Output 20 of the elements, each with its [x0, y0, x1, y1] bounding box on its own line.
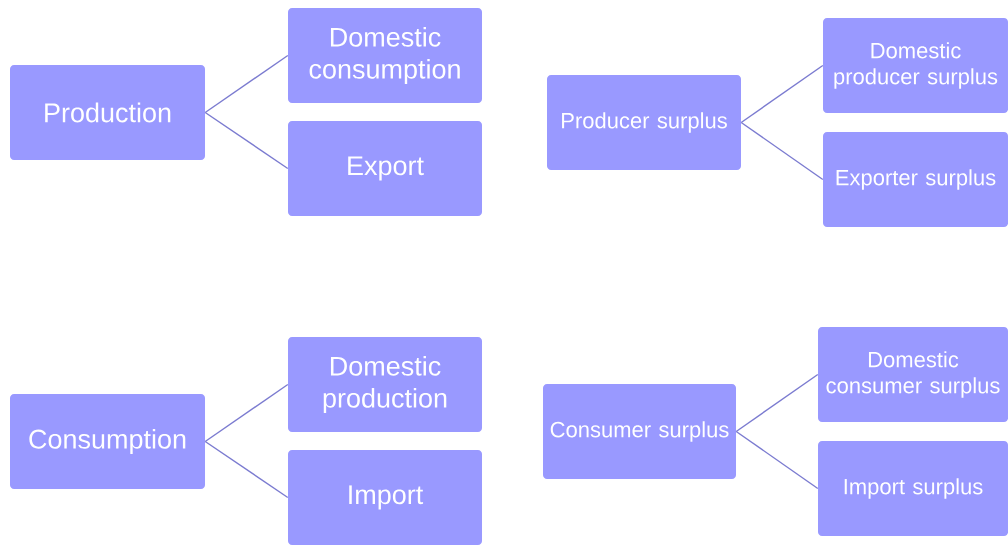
- connector-line: [740, 121, 824, 181]
- text-box: Export: [288, 121, 482, 216]
- connector-line: [204, 440, 289, 499]
- text-box: Domestic production: [288, 337, 482, 432]
- text-box: Consumer surplus: [543, 384, 736, 479]
- text-box: Domestic producer surplus: [823, 18, 1008, 113]
- connector-line: [204, 111, 289, 170]
- connector-line: [735, 430, 819, 490]
- text-box: Production: [10, 65, 205, 160]
- connector-line: [204, 383, 289, 443]
- text-box: Producer surplus: [547, 75, 741, 170]
- connector-line: [204, 54, 289, 114]
- text-box: Exporter surplus: [823, 132, 1008, 227]
- text-box: Consumption: [10, 394, 205, 489]
- text-box: Import surplus: [818, 441, 1008, 536]
- text-box: Domestic consumption: [288, 8, 482, 103]
- connector-line: [735, 373, 819, 433]
- text-box: Import: [288, 450, 482, 545]
- text-box: Domestic consumer surplus: [818, 327, 1008, 422]
- connector-line: [740, 64, 824, 124]
